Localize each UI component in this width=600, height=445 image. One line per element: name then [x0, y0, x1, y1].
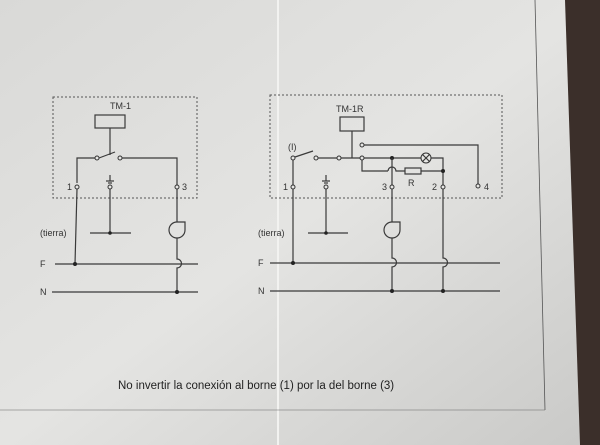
- switch-blade-icon: [98, 151, 116, 159]
- terminal-2: [440, 184, 446, 190]
- diagram-label: F: [40, 259, 46, 269]
- diagram-label: 3: [382, 182, 387, 192]
- fan-motor-icon: [383, 221, 401, 239]
- diagram-label: 1: [283, 182, 288, 192]
- terminal-1: [74, 184, 80, 190]
- device-title: TM-1R: [336, 104, 364, 114]
- diagram-label: 3: [182, 182, 187, 192]
- lamp-icon: [420, 152, 432, 164]
- table-edge: [565, 0, 600, 445]
- device-boundary: [269, 94, 503, 199]
- earth-label: (tierra): [40, 228, 67, 238]
- diagram-label: R: [408, 178, 415, 188]
- terminal-1: [290, 184, 296, 190]
- terminal-3: [389, 184, 395, 190]
- diagram-label: N: [40, 287, 47, 297]
- terminal-earth: [107, 184, 113, 190]
- diagram-label: 1: [67, 182, 72, 192]
- earth-icon: [322, 175, 330, 184]
- terminal-4: [475, 183, 481, 189]
- tm1r-diagram: TM-1R (I) R 1 3 2 4: [258, 94, 503, 296]
- earth-label: (tierra): [258, 228, 285, 238]
- page-border: [534, 0, 546, 411]
- diagram-label: N: [258, 286, 265, 296]
- terminal-earth: [323, 184, 329, 190]
- switch-blade-icon: [294, 150, 314, 158]
- diagram-label: (I): [288, 142, 297, 152]
- diagram-label: 4: [484, 182, 489, 192]
- switch-contact-icon: [94, 155, 100, 161]
- device-boundary: [52, 96, 198, 199]
- tm1-diagram: TM-1 1 3 (tierra) F N: [40, 96, 198, 297]
- diagram-label: F: [258, 258, 264, 268]
- device-title: TM-1: [110, 101, 131, 111]
- caption: No invertir la conexión al borne (1) por…: [118, 380, 394, 392]
- terminal-3: [174, 184, 180, 190]
- earth-icon: [106, 175, 114, 184]
- switch-contact-icon: [290, 155, 296, 161]
- diagram-label: 2: [432, 182, 437, 192]
- fan-motor-icon: [168, 221, 186, 239]
